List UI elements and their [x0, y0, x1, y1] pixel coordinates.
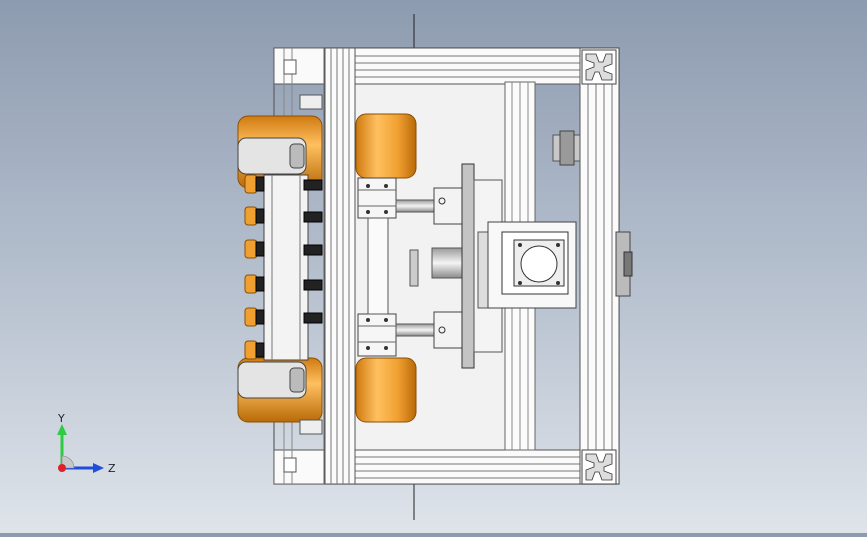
- bearing-stubs-left: [244, 174, 258, 360]
- rod-clamp-top: [433, 187, 463, 225]
- flange-plate: [461, 163, 475, 369]
- left-plate: [263, 174, 309, 361]
- corner-profile-bottom: [581, 449, 617, 485]
- linear-block-bottom: [357, 313, 397, 357]
- linear-block-top: [357, 177, 397, 219]
- z-axis-label: Z: [108, 462, 116, 475]
- x-axis-dot: [58, 464, 66, 472]
- corner-profile-top: [581, 49, 617, 85]
- wheel-top-right: [355, 113, 417, 179]
- guide-rod-top: [395, 199, 437, 213]
- hub-motor-top: [237, 137, 307, 175]
- rod-clamp-bottom: [433, 311, 463, 349]
- motor-mount: [487, 221, 577, 309]
- guide-rod-bottom: [395, 323, 437, 337]
- y-axis-label: Y: [57, 412, 65, 425]
- coordinate-triad: Y Z: [57, 412, 116, 475]
- hub-motor-bottom: [237, 361, 307, 399]
- bushings-left: [255, 176, 323, 358]
- central-shaft: [431, 247, 465, 279]
- wheel-bottom-right: [355, 357, 417, 423]
